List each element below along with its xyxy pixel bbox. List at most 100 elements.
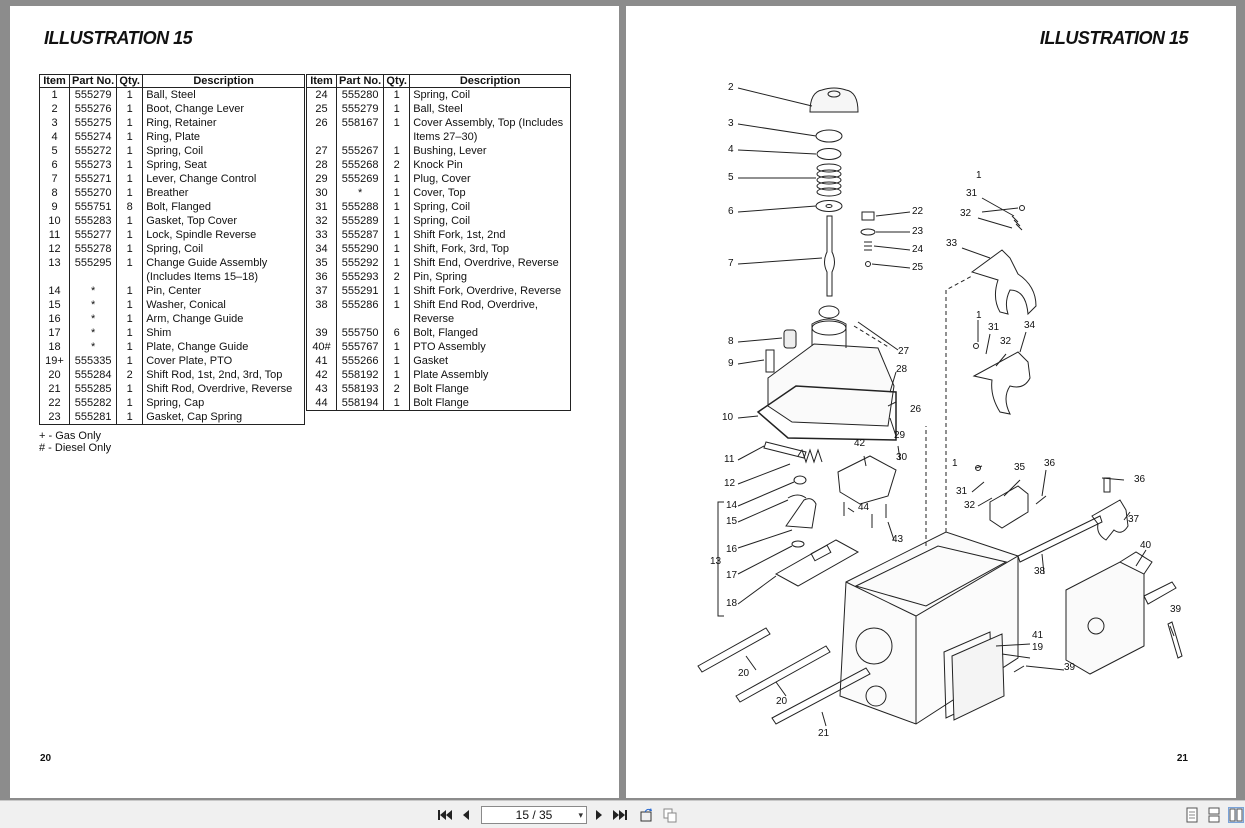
copy-icon[interactable] xyxy=(662,807,678,823)
cell-description: Spring, Coil xyxy=(142,144,305,158)
next-page-icon[interactable] xyxy=(591,807,607,823)
header-part-no: Part No. xyxy=(68,74,118,88)
cell-part-no: * xyxy=(68,284,118,298)
cell-part-no: 555295 xyxy=(68,256,118,284)
cell-description: Bolt, Flanged xyxy=(142,200,305,214)
cell-qty: 1 xyxy=(116,284,144,298)
cell-qty: 1 xyxy=(116,158,144,172)
cell-qty: 1 xyxy=(383,116,411,144)
callout-9: 9 xyxy=(728,358,734,369)
cell-qty: 1 xyxy=(383,87,411,102)
cell-description: Shift, Fork, 3rd, Top xyxy=(409,242,571,256)
first-page-icon[interactable] xyxy=(437,807,453,823)
cell-part-no: 555270 xyxy=(68,186,118,200)
cell-description: Shift Rod, 1st, 2nd, 3rd, Top xyxy=(142,368,305,382)
callout-6: 6 xyxy=(728,206,734,217)
cell-qty: 2 xyxy=(116,368,144,382)
shift-end xyxy=(989,485,1029,529)
cell-description: Shift End, Overdrive, Reverse xyxy=(409,256,571,270)
top-cover xyxy=(767,343,895,427)
callout-20a: 20 xyxy=(738,668,750,679)
cell-part-no: 555291 xyxy=(335,284,385,298)
last-page-icon[interactable] xyxy=(612,807,628,823)
cell-description: Spring, Coil xyxy=(142,242,305,256)
chevron-down-icon[interactable]: ▾ xyxy=(578,810,583,820)
coil-spring xyxy=(816,163,842,197)
cell-item: 37 xyxy=(306,284,337,298)
cell-qty: 1 xyxy=(116,130,144,144)
document-viewer: ILLUSTRATION 15 Item Part No. Qty. Descr… xyxy=(0,0,1245,800)
cell-qty: 1 xyxy=(383,102,411,116)
change-lever xyxy=(824,215,835,297)
callout-41: 41 xyxy=(1032,630,1044,641)
facing-pages-icon[interactable] xyxy=(1228,807,1244,823)
cell-part-no: 558194 xyxy=(335,396,385,411)
previous-page-icon[interactable] xyxy=(458,807,474,823)
cell-description: Spring, Coil xyxy=(409,87,571,102)
cell-description: Shift End Rod, Overdrive, Reverse xyxy=(409,298,571,326)
cell-qty: 1 xyxy=(116,228,144,242)
shift-fork-3rd-top xyxy=(972,351,1031,415)
cell-description: Gasket, Cap Spring xyxy=(142,410,305,425)
cell-description: Gasket, Top Cover xyxy=(142,214,305,228)
cell-item: 39 xyxy=(306,326,337,340)
continuous-page-icon[interactable] xyxy=(1206,807,1222,823)
shift-fork-1st-2nd xyxy=(970,249,1037,316)
pto-assembly xyxy=(1065,561,1145,675)
page-number: 20 xyxy=(40,753,52,764)
callout-33: 33 xyxy=(946,238,958,249)
cell-description: Boot, Change Lever xyxy=(142,102,305,116)
spring-cap xyxy=(861,211,875,221)
cell-part-no: 558192 xyxy=(335,368,385,382)
single-page-icon[interactable] xyxy=(1184,807,1200,823)
callout-13: 13 xyxy=(710,556,722,567)
cell-item: 8 xyxy=(39,186,70,200)
coil-spring-24 xyxy=(864,241,872,251)
callout-39b: 39 xyxy=(1064,662,1076,673)
cell-qty: 1 xyxy=(116,87,144,102)
page-indicator-text: 15 / 35 xyxy=(515,808,553,822)
cell-description: Ring, Retainer xyxy=(142,116,305,130)
cell-part-no: 555276 xyxy=(68,102,118,116)
lever-bushing xyxy=(818,305,840,319)
cell-part-no: 555284 xyxy=(68,368,118,382)
callout-20b: 20 xyxy=(776,696,788,707)
flanged-bolt xyxy=(765,349,775,373)
cell-part-no: 555279 xyxy=(335,102,385,116)
change-guide-arm xyxy=(785,498,817,529)
rotate-icon[interactable] xyxy=(639,807,655,823)
cell-description: Lock, Spindle Reverse xyxy=(142,228,305,242)
cap-gasket xyxy=(860,228,876,236)
header-qty: Qty. xyxy=(383,74,411,88)
cell-item: 18 xyxy=(39,340,70,354)
shift-rod-21 xyxy=(771,667,871,725)
left-page: ILLUSTRATION 15 Item Part No. Qty. Descr… xyxy=(10,6,619,798)
cell-description: PTO Assembly xyxy=(409,340,571,354)
cell-description: Bushing, Lever xyxy=(409,144,571,158)
cell-part-no: 555289 xyxy=(335,214,385,228)
callout-17: 17 xyxy=(726,570,738,581)
cell-part-no: * xyxy=(68,340,118,354)
cell-item: 44 xyxy=(306,396,337,411)
cell-item: 1 xyxy=(39,87,70,102)
cell-part-no: * xyxy=(335,186,385,200)
spindle-lock xyxy=(763,441,807,459)
cell-description: Ring, Plate xyxy=(142,130,305,144)
footnotes: + - Gas Only # - Diesel Only xyxy=(39,430,111,454)
cell-description: Spring, Coil xyxy=(409,214,571,228)
shift-rod-20a xyxy=(697,627,771,673)
cell-qty: 1 xyxy=(383,214,411,228)
page-indicator[interactable]: 15 / 35 ▾ xyxy=(481,806,587,824)
